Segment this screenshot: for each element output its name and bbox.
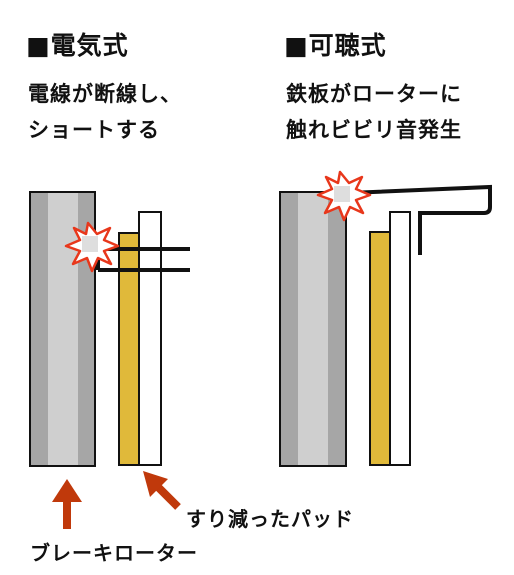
- electric-title: ■電気式: [26, 31, 129, 60]
- electric-pad-friction: [118, 232, 140, 466]
- audible-pad-backing: [389, 211, 411, 466]
- electric-pad-backing: [138, 211, 162, 466]
- audible-spark-center: [334, 186, 350, 202]
- electric-desc-line1: 電線が断線し、: [28, 82, 182, 106]
- electric-desc-line2: ショートする: [28, 118, 160, 142]
- worn-pad-label: すり減ったパッド: [186, 507, 354, 531]
- audible-desc-line1: 鉄板がローターに: [286, 82, 462, 106]
- electric-spark-center: [82, 236, 98, 252]
- audible-desc-line2: 触れビビリ音発生: [286, 118, 462, 142]
- pad-arrow-icon: [143, 471, 181, 510]
- electric-sensor-wire: [98, 247, 190, 272]
- audible-steel-plate: [348, 184, 492, 255]
- audible-title: ■可聴式: [284, 31, 387, 60]
- audible-pad-friction: [369, 231, 391, 466]
- rotor-arrow-icon: [52, 479, 82, 529]
- brake-rotor-label: ブレーキローター: [30, 541, 198, 565]
- audible-rotor: [279, 191, 347, 467]
